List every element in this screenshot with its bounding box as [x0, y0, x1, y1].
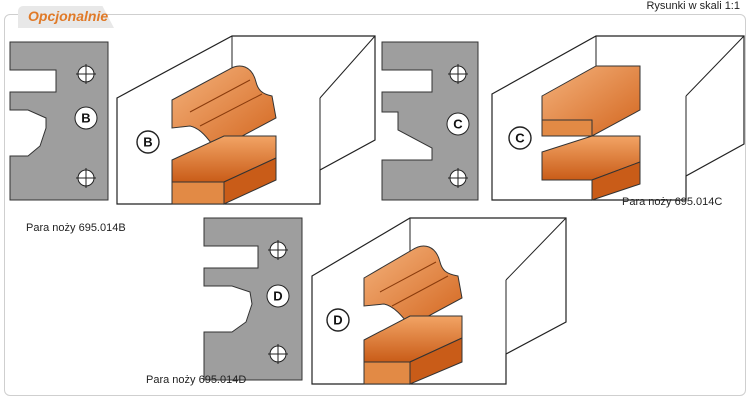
- workpiece-b: [116, 35, 376, 205]
- plate-c-letter: C: [453, 117, 463, 132]
- workpiece-c-letter: C: [515, 131, 525, 146]
- knife-plate-d: [203, 217, 303, 381]
- options-tab: [18, 6, 114, 28]
- caption-set-c: Para noży 695.014C: [622, 196, 723, 208]
- workpiece-d-letter: D: [333, 313, 342, 328]
- knife-plate-c: [381, 41, 479, 201]
- caption-set-b: Para noży 695.014B: [26, 222, 126, 234]
- caption-set-d: Para noży 695.014D: [146, 374, 247, 386]
- knife-plate-b: [9, 41, 109, 201]
- options-tab-label: Opcjonalnie: [28, 8, 109, 24]
- workpiece-c: [491, 35, 745, 201]
- plate-d-letter: D: [273, 289, 282, 304]
- workpiece-d: [311, 217, 567, 385]
- plate-b-letter: B: [81, 111, 90, 126]
- workpiece-b-letter: B: [143, 135, 152, 150]
- scale-note: Rysunki w skali 1:1: [646, 0, 740, 12]
